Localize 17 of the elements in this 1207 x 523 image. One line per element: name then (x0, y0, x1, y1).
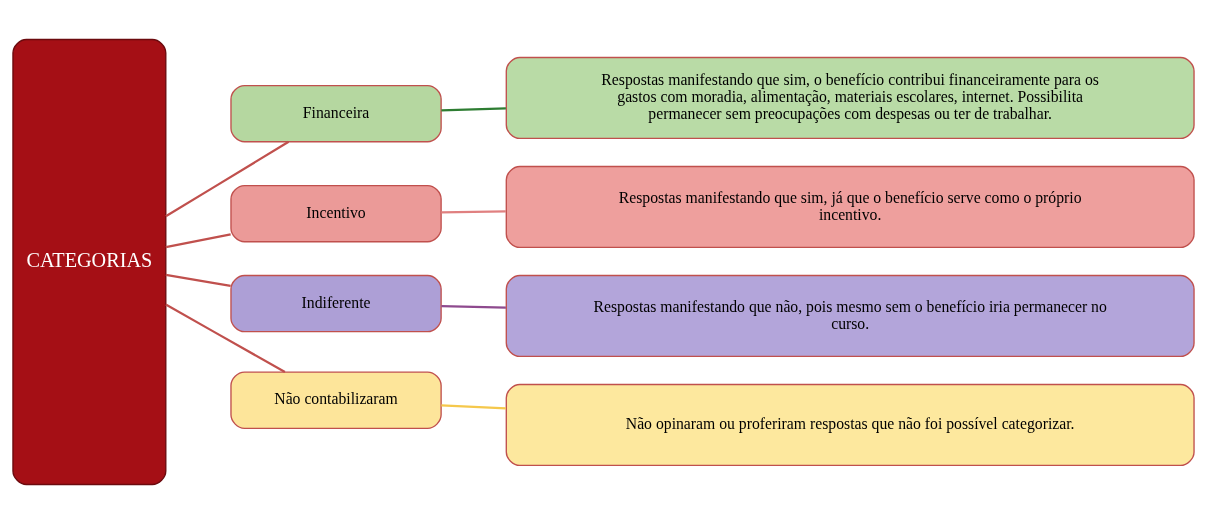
connector (165, 232, 231, 248)
connector (441, 304, 506, 309)
connector (441, 106, 506, 112)
node-box: Não opinaram ou proferiram respostas que não foi possível categorizar. (505, 383, 1195, 466)
node-box: Incentivo (230, 184, 442, 242)
node-box: Não contabilizaram (230, 370, 442, 429)
node-box: Respostas manifestando que sim, o benefício contribui financeiramente para os gastos com moradia, alimentação, materiais escolares, internet. Possibilita permanecer sem preocupações com despesas ou ter de trabalhar. (505, 56, 1195, 139)
node-box: Respostas manifestando que sim, já que o benefício serve como o próprio incentivo. (505, 165, 1195, 248)
node-box: Indiferente (230, 274, 442, 332)
connector (441, 209, 506, 213)
node-box: CATEGORIAS (12, 38, 167, 485)
connector (441, 403, 506, 409)
connector (165, 140, 290, 217)
node-box: Respostas manifestando que não, pois mesmo sem o benefício iria permanecer no curso. (505, 274, 1195, 357)
connector (165, 273, 231, 287)
node-box: Financeira (230, 84, 442, 142)
connector (165, 303, 286, 373)
